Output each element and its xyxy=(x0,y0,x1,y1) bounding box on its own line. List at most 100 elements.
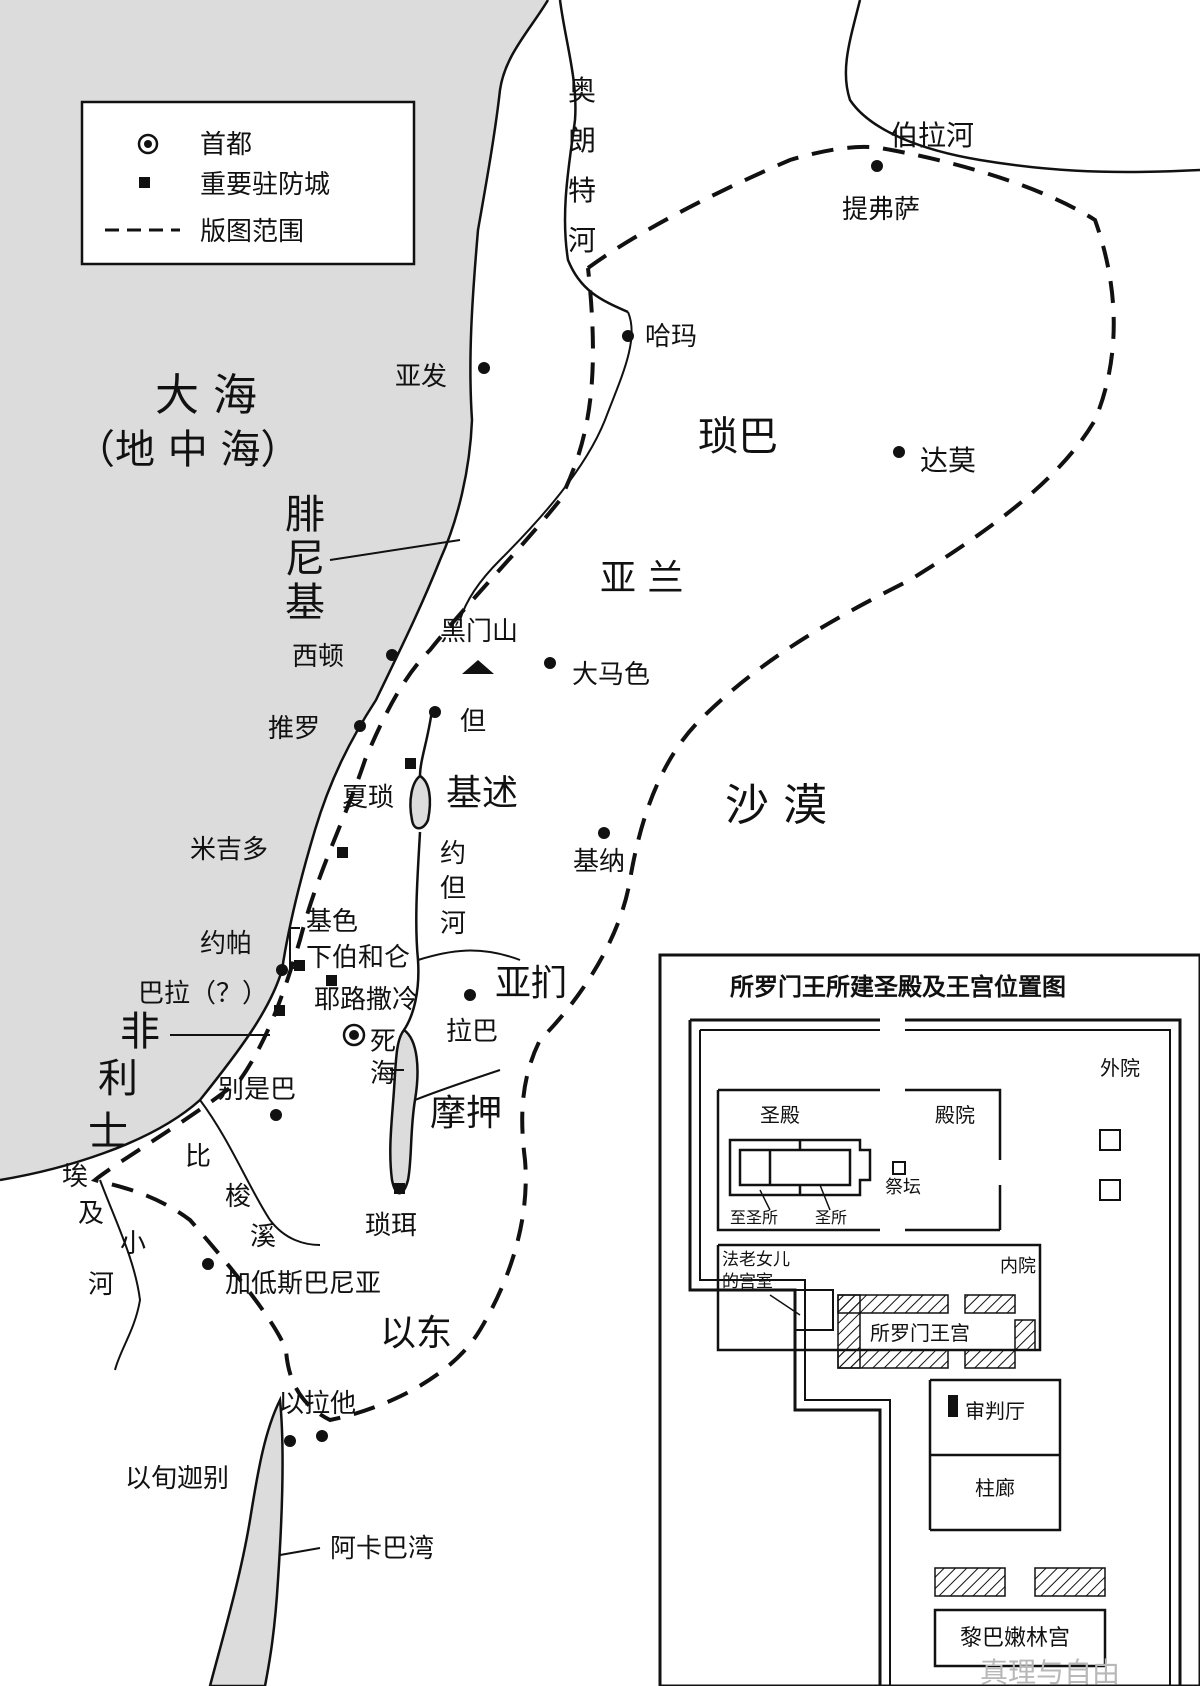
brook-egypt-label-1: 埃 xyxy=(62,1162,88,1192)
zobah-label: 琐巴 xyxy=(698,414,778,460)
outer-wall-inner xyxy=(699,1029,1171,1686)
beersheba-dot xyxy=(270,1109,282,1121)
rabbah-dot xyxy=(464,989,476,1001)
jerusalem-label: 耶路撒冷 xyxy=(314,985,418,1015)
phoenicia-label-1: 腓 xyxy=(285,492,325,538)
tiphsah-label: 提弗萨 xyxy=(842,195,920,225)
arvad-label: 亚发 xyxy=(395,362,447,392)
megiddo-square xyxy=(337,847,348,858)
beersheba-label: 别是巴 xyxy=(218,1075,296,1105)
tamar-square xyxy=(394,1183,405,1194)
city-markers xyxy=(202,160,905,1447)
aqaba-label: 阿卡巴湾 xyxy=(330,1534,434,1564)
temple-court-wall xyxy=(716,1088,1002,1232)
arnon-river xyxy=(414,1069,501,1101)
beersheba-brook-label-1: 比 xyxy=(185,1142,211,1172)
lebanon-house-label: 黎巴嫩林宫 xyxy=(960,1626,1070,1651)
kadesh-barnea-label: 加低斯巴尼亚 xyxy=(225,1269,381,1299)
beersheba-brook-label-3: 溪 xyxy=(250,1222,276,1252)
jabbok-river xyxy=(417,949,521,961)
pillars-hall-label: 柱廊 xyxy=(975,1476,1015,1500)
philistia-label-3: 士 xyxy=(88,1109,128,1155)
inner-court-label: 内院 xyxy=(1000,1256,1036,1277)
legend-garrison-label: 重要驻防城 xyxy=(200,170,330,200)
legend: 首都 重要驻防城 版图范围 xyxy=(80,100,416,266)
philistia-label-2: 利 xyxy=(98,1056,138,1102)
megiddo-label: 米吉多 xyxy=(190,835,268,865)
jordan-river xyxy=(402,709,434,1031)
great-sea-label: 大 海 xyxy=(155,370,257,421)
dan-dot xyxy=(429,706,441,718)
desert-label: 沙 漠 xyxy=(725,780,827,831)
rabbah-label: 拉巴 xyxy=(446,1017,498,1047)
coastline xyxy=(0,0,550,1182)
damascus-dot xyxy=(544,657,556,669)
gezer-label: 基色 xyxy=(306,907,358,937)
dan-label: 但 xyxy=(460,707,486,737)
jordan-label-1: 约 xyxy=(440,839,466,869)
dead-sea-label-2: 海 xyxy=(370,1059,396,1089)
ezion-geber-dot xyxy=(284,1435,296,1447)
aram-label: 亚 兰 xyxy=(600,558,683,599)
judgment-hall-label: 审判厅 xyxy=(965,1399,1025,1423)
sea-area xyxy=(0,0,548,1180)
pharaoh-daughter-label-1: 法老女儿 xyxy=(722,1250,790,1270)
euphrates-river xyxy=(844,0,1200,174)
temple-plan-inset: 所罗门王所建圣殿及王宫位置图 外院 圣殿 殿院 祭坛 至圣所 圣所 内院 法老女… xyxy=(658,953,1200,1686)
inner-court-wall xyxy=(716,1243,1042,1352)
legend-boundary-label: 版图范围 xyxy=(200,217,304,247)
kenath-label: 基纳 xyxy=(573,847,625,877)
legend-capital-label: 首都 xyxy=(200,130,252,160)
ezion-geber-label: 以旬迦别 xyxy=(125,1464,229,1494)
beth-horon-label: 下伯和仑 xyxy=(306,943,410,973)
hamath-dot xyxy=(622,330,634,342)
temple-building xyxy=(728,1138,872,1197)
judgment-hall-wall xyxy=(928,1378,1062,1532)
geshur-label: 基述 xyxy=(446,773,518,814)
altar-label: 祭坛 xyxy=(885,1177,921,1198)
elath-label: 以拉他 xyxy=(278,1389,356,1419)
kenath-dot xyxy=(598,827,610,839)
tyre-label: 推罗 xyxy=(268,714,320,744)
beersheba-brook xyxy=(199,1099,321,1246)
phoenicia-label-3: 基 xyxy=(285,580,325,626)
lebanon-house xyxy=(933,1608,1107,1668)
temple-court-label: 殿院 xyxy=(935,1103,975,1127)
joppa-label: 约帕 xyxy=(200,929,252,959)
moab-label: 摩押 xyxy=(430,1093,502,1134)
tadmor-label: 达莫 xyxy=(920,444,976,477)
temple-label: 圣殿 xyxy=(760,1103,800,1127)
phoenicia-pointer xyxy=(329,539,461,561)
sidon-label: 西顿 xyxy=(292,642,344,672)
edom-label: 以东 xyxy=(380,1313,452,1354)
tadmor-dot xyxy=(893,446,905,458)
orontes-label-2: 朗 xyxy=(568,124,596,157)
brook-of-egypt xyxy=(99,1179,142,1371)
orontes-river xyxy=(558,0,629,314)
aqaba-pointer xyxy=(279,1547,321,1556)
hazor-square xyxy=(405,758,416,769)
brook-egypt-label-3: 小 xyxy=(120,1229,146,1259)
palace-label: 所罗门王宫 xyxy=(870,1321,970,1345)
hazor-label: 夏琐 xyxy=(342,783,394,813)
tamar-label: 琐珥 xyxy=(365,1211,417,1241)
beth-horon-square xyxy=(326,975,337,986)
hermon-mountain-icon xyxy=(462,660,494,674)
orontes-label-1: 奥 xyxy=(568,74,596,107)
brook-egypt-label-2: 及 xyxy=(78,1199,104,1229)
hermon-label: 黑门山 xyxy=(440,617,518,647)
inset-title: 所罗门王所建圣殿及王宫位置图 xyxy=(730,972,1066,1001)
philistia-label-1: 非 xyxy=(120,1009,160,1055)
outer-court-label: 外院 xyxy=(1100,1056,1140,1080)
jerusalem-capital xyxy=(342,1023,366,1047)
joppa-dot xyxy=(276,964,288,976)
ammon-label: 亚扪 xyxy=(495,963,567,1004)
watermark-text: 真理与自由 xyxy=(980,1656,1120,1686)
tyre-dot xyxy=(354,720,366,732)
pharaoh-daughter-house xyxy=(794,1289,834,1331)
arvad-dot xyxy=(478,362,490,374)
baalath-square xyxy=(274,1005,285,1016)
brook-egypt-label-4: 河 xyxy=(88,1270,114,1300)
beersheba-brook-label-2: 梭 xyxy=(225,1182,251,1212)
